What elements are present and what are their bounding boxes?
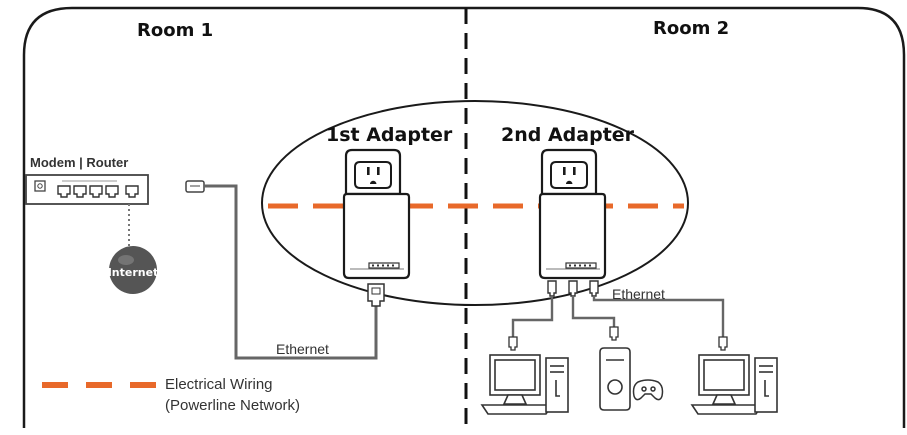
internet-label: Internet	[108, 266, 159, 279]
adapters-ellipse	[261, 100, 689, 306]
second-adapter-label: 2nd Adapter	[501, 124, 635, 146]
room-2-label: Room 2	[653, 18, 730, 39]
ethernet-label-right: Ethernet	[612, 286, 665, 302]
modem-router	[25, 174, 149, 205]
gamepad-icon	[632, 379, 664, 401]
first-adapter-label: 1st Adapter	[326, 124, 453, 146]
adapter-1	[342, 148, 411, 307]
wall-outlet-icon	[550, 161, 588, 189]
modem-router-label: Modem | Router	[30, 155, 129, 170]
desktop-computer-icon	[480, 354, 569, 415]
ethernet-cable-left	[204, 184, 378, 360]
game-console-icon	[599, 347, 631, 411]
adapter-2	[538, 148, 607, 297]
ethernet-label-left: Ethernet	[276, 341, 329, 357]
room-1-label: Room 1	[137, 20, 214, 41]
desktop-computer-icon	[690, 354, 778, 415]
ethernet-plug-icon	[185, 180, 205, 193]
wall-outlet-icon	[354, 161, 392, 189]
legend-line-1: Electrical Wiring	[165, 376, 273, 393]
legend-line-2: (Powerline Network)	[165, 397, 301, 414]
ethernet-cables-right	[511, 296, 725, 337]
